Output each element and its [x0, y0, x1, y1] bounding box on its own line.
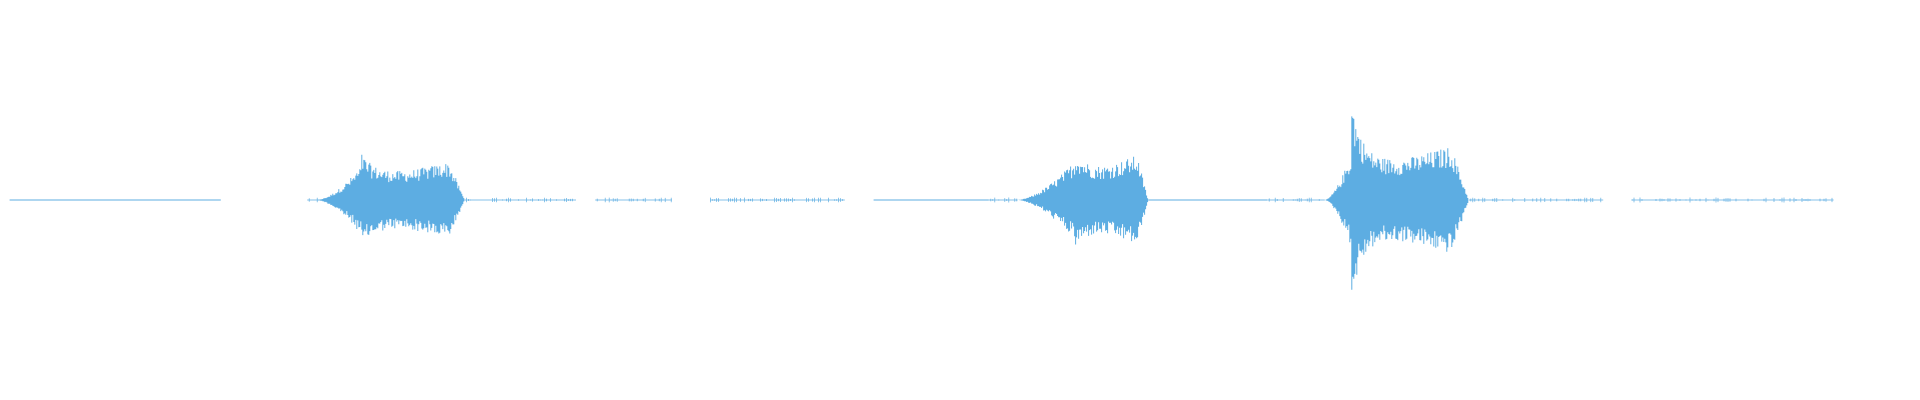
waveform-noise-1 — [307, 197, 327, 203]
waveform-noise-13 — [1631, 197, 1834, 203]
waveform-noise-10 — [1267, 197, 1325, 203]
waveform-burst-8 — [1018, 156, 1149, 245]
waveform-noise-5 — [710, 197, 845, 203]
waveform-noise-3 — [464, 197, 576, 203]
waveform-noise-12 — [1468, 197, 1604, 203]
waveform-burst-11 — [1325, 116, 1469, 290]
waveform-noise-7 — [988, 197, 1018, 203]
waveform-noise-4 — [595, 197, 672, 203]
waveform-burst-2 — [317, 154, 465, 236]
